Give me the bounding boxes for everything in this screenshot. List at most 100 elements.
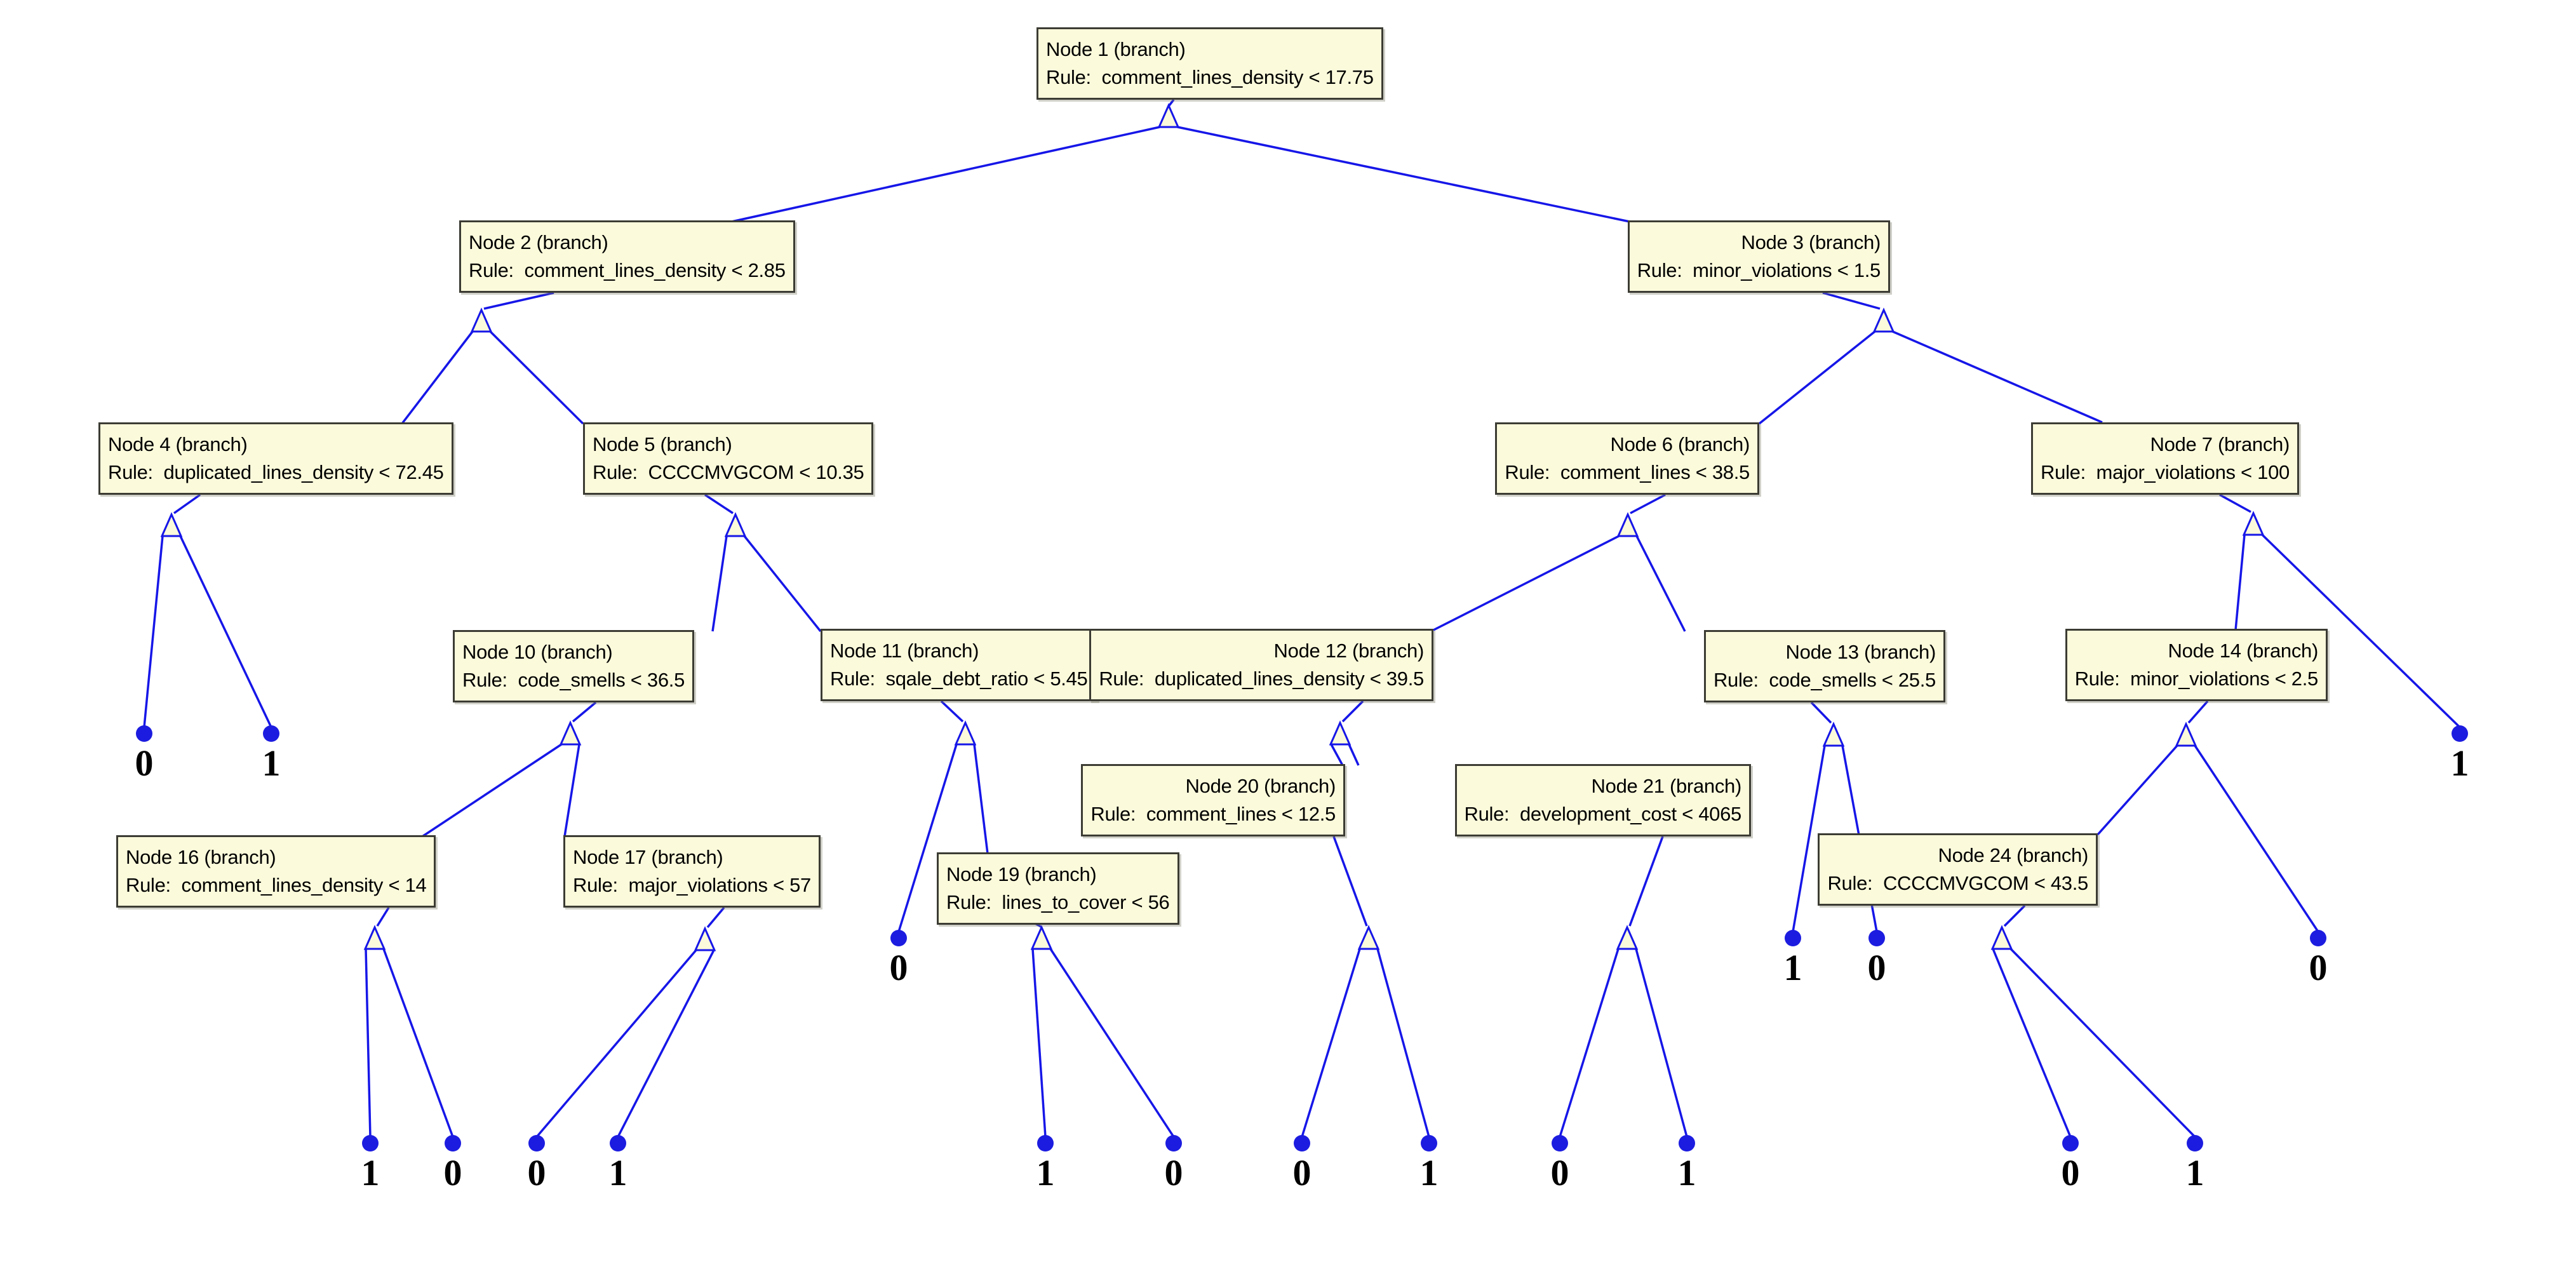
split-marker-node-1 <box>1157 103 1180 128</box>
node-title: Node 1 (branch) <box>1046 38 1186 60</box>
tree-edge <box>1635 948 1688 1138</box>
tree-edge <box>1049 948 1175 1138</box>
leaf-label: 0 <box>2309 947 2328 988</box>
leaf-dot <box>528 1135 545 1151</box>
split-marker-node-16 <box>363 925 386 950</box>
tree-edge <box>1810 701 1832 724</box>
leaf-label: 0 <box>135 742 154 784</box>
tree-node-6: Node 6 (branch) Rule: comment_lines < 38.… <box>1495 422 1759 495</box>
tree-edge <box>1628 836 1664 927</box>
leaf-dot <box>1785 930 1801 946</box>
leaf-dot <box>2452 725 2468 742</box>
node-title: Node 16 (branch) <box>126 846 276 868</box>
tree-node-11: Node 11 (branch)Rule: sqale_debt_ratio <… <box>821 629 1097 701</box>
tree-edge <box>1559 948 1620 1138</box>
leaf-dot <box>1165 1135 1182 1151</box>
node-rule: Rule: lines_to_cover < 56 <box>946 891 1170 913</box>
node-title: Node 6 (branch) <box>1610 433 1750 455</box>
tree-edge <box>382 948 454 1138</box>
node-title: Node 19 (branch) <box>946 863 1097 885</box>
tree-edge <box>2009 948 2196 1138</box>
split-marker-node-17 <box>694 926 716 951</box>
node-rule: Rule: comment_lines < 38.5 <box>1505 461 1750 483</box>
tree-edge <box>704 493 734 514</box>
tree-edge <box>1376 948 1430 1138</box>
tree-edge <box>1822 292 1881 310</box>
leaf-dot <box>2310 930 2326 946</box>
node-rule: Rule: comment_lines_density < 14 <box>126 874 427 896</box>
node-rule: Rule: minor_violations < 1.5 <box>1637 259 1881 281</box>
leaf-label: 0 <box>527 1152 546 1193</box>
leaf-label: 1 <box>361 1152 380 1193</box>
tree-edge <box>1433 535 1620 631</box>
split-marker-node-19 <box>1030 925 1053 950</box>
node-rule: Rule: duplicated_lines_density < 39.5 <box>1099 668 1424 690</box>
leaf-label: 0 <box>2061 1152 2080 1193</box>
node-rule: Rule: duplicated_lines_density < 72.45 <box>108 461 444 483</box>
node-title: Node 2 (branch) <box>469 231 608 253</box>
tree-edge <box>706 906 725 929</box>
split-marker-node-24 <box>1990 925 2013 950</box>
split-marker-node-7 <box>2242 511 2265 536</box>
leaf-label: 1 <box>608 1152 627 1193</box>
tree-edge <box>1168 98 1175 107</box>
split-marker-node-3 <box>1872 307 1895 333</box>
leaf-dot <box>1294 1135 1310 1151</box>
tree-edge <box>1177 126 1630 223</box>
tree-edge <box>422 743 562 838</box>
node-title: Node 7 (branch) <box>2150 433 2290 455</box>
tree-node-4: Node 4 (branch)Rule: duplicated_lines_de… <box>98 422 453 495</box>
split-marker-node-6 <box>1616 512 1639 537</box>
split-marker-node-10 <box>559 720 582 746</box>
tree-edge <box>1635 535 1686 632</box>
leaf-label: 1 <box>1677 1152 1696 1193</box>
split-marker-node-2 <box>470 307 493 333</box>
leaf-label: 1 <box>2185 1152 2204 1193</box>
tree-edge <box>2096 744 2178 836</box>
node-title: Node 10 (branch) <box>462 641 613 663</box>
leaf-dot <box>445 1135 461 1151</box>
tree-node-14: Node 14 (branch)Rule: minor_violations <… <box>2065 629 2328 701</box>
split-marker-node-20 <box>1357 925 1380 950</box>
node-title: Node 12 (branch) <box>1273 640 1425 662</box>
node-title: Node 3 (branch) <box>1741 231 1881 253</box>
split-marker-node-11 <box>954 720 977 746</box>
split-marker-node-14 <box>2175 722 2197 747</box>
leaf-dot <box>1868 930 1885 946</box>
leaf-label: 1 <box>262 742 281 784</box>
split-marker-node-4 <box>160 512 183 537</box>
tree-edge <box>179 535 272 728</box>
leaf-dot <box>1037 1135 1054 1151</box>
tree-edge <box>365 948 372 1138</box>
node-rule: Rule: comment_lines < 12.5 <box>1090 803 1336 825</box>
split-marker-node-13 <box>1822 722 1845 747</box>
tree-edge <box>1630 493 1666 514</box>
tree-node-17: Node 17 (branch)Rule: major_violations <… <box>563 835 821 908</box>
node-title: Node 20 (branch) <box>1185 775 1336 797</box>
tree-edge <box>483 292 554 310</box>
tree-edge <box>711 535 728 632</box>
leaf-dot <box>1421 1135 1437 1151</box>
tree-edge <box>143 535 164 728</box>
leaf-label: 1 <box>1419 1152 1439 1193</box>
node-rule: Rule: major_violations < 100 <box>2041 461 2290 483</box>
tree-edge <box>376 907 390 927</box>
node-rule: Rule: CCCCMVGCOM < 43.5 <box>1827 872 2088 894</box>
leaf-label: 0 <box>443 1152 462 1193</box>
tree-node-12: Node 12 (branch) Rule: duplicated_lines_d… <box>1089 629 1433 701</box>
tree-edge <box>1892 330 2103 424</box>
leaf-label: 1 <box>2450 742 2469 784</box>
tree-node-13: Node 13 (branch)Rule: code_smells < 25.5 <box>1703 630 1945 702</box>
leaf-dot <box>1679 1135 1695 1151</box>
leaf-label: 0 <box>1867 947 1886 988</box>
tree-edge <box>1341 700 1364 723</box>
leaf-label: 0 <box>1292 1152 1311 1193</box>
leaf-dot <box>890 930 907 946</box>
tree-edge <box>572 701 597 723</box>
tree-node-7: Node 7 (branch) Rule: major_violations < … <box>2031 422 2299 495</box>
leaf-dot <box>136 725 152 742</box>
tree-edge <box>1348 744 1360 766</box>
tree-edge <box>2003 904 2026 927</box>
